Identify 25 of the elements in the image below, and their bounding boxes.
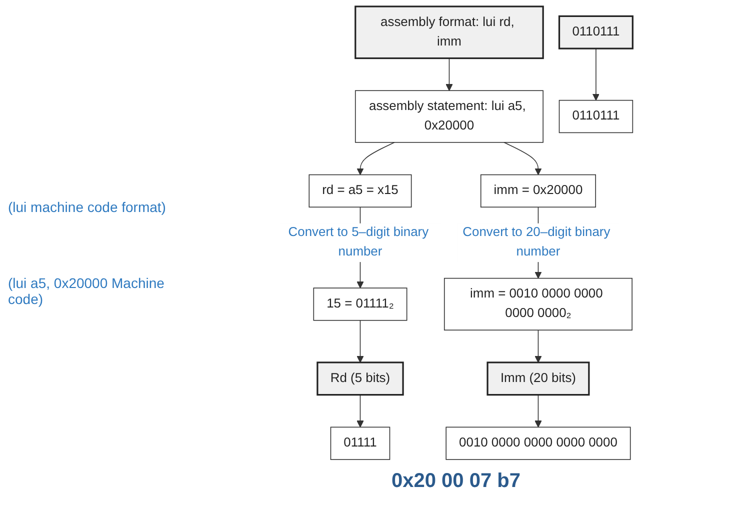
arrow	[356, 320, 364, 363]
node-box: imm = 0x20000	[480, 174, 596, 208]
arrow	[446, 58, 453, 91]
node-box: 15 = 01111₂	[313, 288, 408, 321]
edge-label: Convert to 20–digit binary number	[462, 226, 610, 259]
node-box: imm = 0010 0000 0000 0000 0000₂	[444, 278, 632, 330]
arrow	[356, 142, 395, 176]
note-text: (lui machine code format)	[8, 199, 167, 215]
arrow	[534, 330, 542, 363]
arrow	[504, 142, 542, 176]
note-text: (lui a5, 0x20000 Machine code)	[8, 275, 166, 307]
node-box: 01111	[330, 426, 390, 460]
node-box: rd = a5 = x15	[308, 174, 412, 208]
machine-code-hex: 0x20 00 07 b7	[392, 470, 520, 493]
node-box: assembly statement: lui a5, 0x20000	[354, 90, 544, 143]
node-box: assembly format: lui rd, imm	[354, 6, 544, 60]
node-box: 0010 0000 0000 0000 0000	[446, 426, 631, 460]
node-box: Imm (20 bits)	[486, 362, 590, 396]
edge-label: Convert to 5–digit binary number	[288, 226, 429, 259]
node-box: Rd (5 bits)	[316, 362, 404, 396]
arrow	[534, 394, 542, 428]
node-box: 0110111	[558, 100, 634, 134]
arrow	[356, 394, 364, 428]
arrow	[592, 48, 600, 101]
node-box: 0110111	[558, 15, 634, 50]
